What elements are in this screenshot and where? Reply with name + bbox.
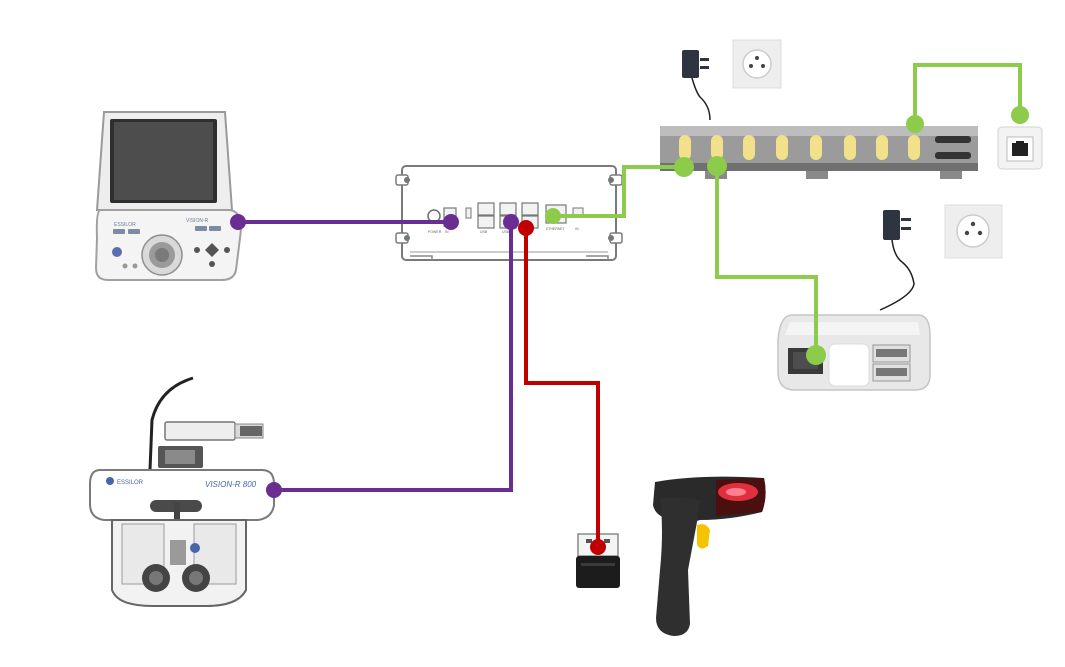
power-socket: [732, 39, 782, 89]
mini-pc: [777, 314, 931, 391]
cable-purple: [238, 220, 513, 492]
hub-port-label: IN: [445, 230, 449, 234]
tablet-brand-text: ESSILOR: [114, 222, 136, 228]
cable-green: [553, 63, 1022, 355]
hub-port-label: IN: [575, 227, 579, 231]
power-adapter-icon: [879, 210, 915, 311]
power-adapter-icon: [682, 50, 711, 121]
barcode-scanner-icon: [653, 476, 766, 636]
hub-port-label: USB: [502, 230, 510, 234]
phoropter-brand-text: ESSILOR: [117, 480, 144, 486]
hub-box: POWER IN USB USB USB ETHERNET IN: [395, 165, 623, 261]
phoropter: ESSILOR VISION-R 800: [89, 376, 275, 607]
phoropter-model-text: VISION-R 800: [205, 480, 257, 489]
cable-red: [524, 228, 600, 547]
network-switch: [660, 126, 978, 179]
connector-dots: [230, 106, 1029, 555]
hub-port-label: USB: [480, 230, 488, 234]
tablet-model-text: VISION-R: [186, 218, 209, 224]
hub-port-label: POWER: [428, 230, 442, 234]
control-tablet: ESSILOR VISION-R: [94, 111, 242, 281]
hub-port-label: ETHERNET: [546, 227, 566, 231]
power-socket: [944, 204, 1003, 259]
ethernet-wall-socket-icon: [997, 126, 1043, 170]
